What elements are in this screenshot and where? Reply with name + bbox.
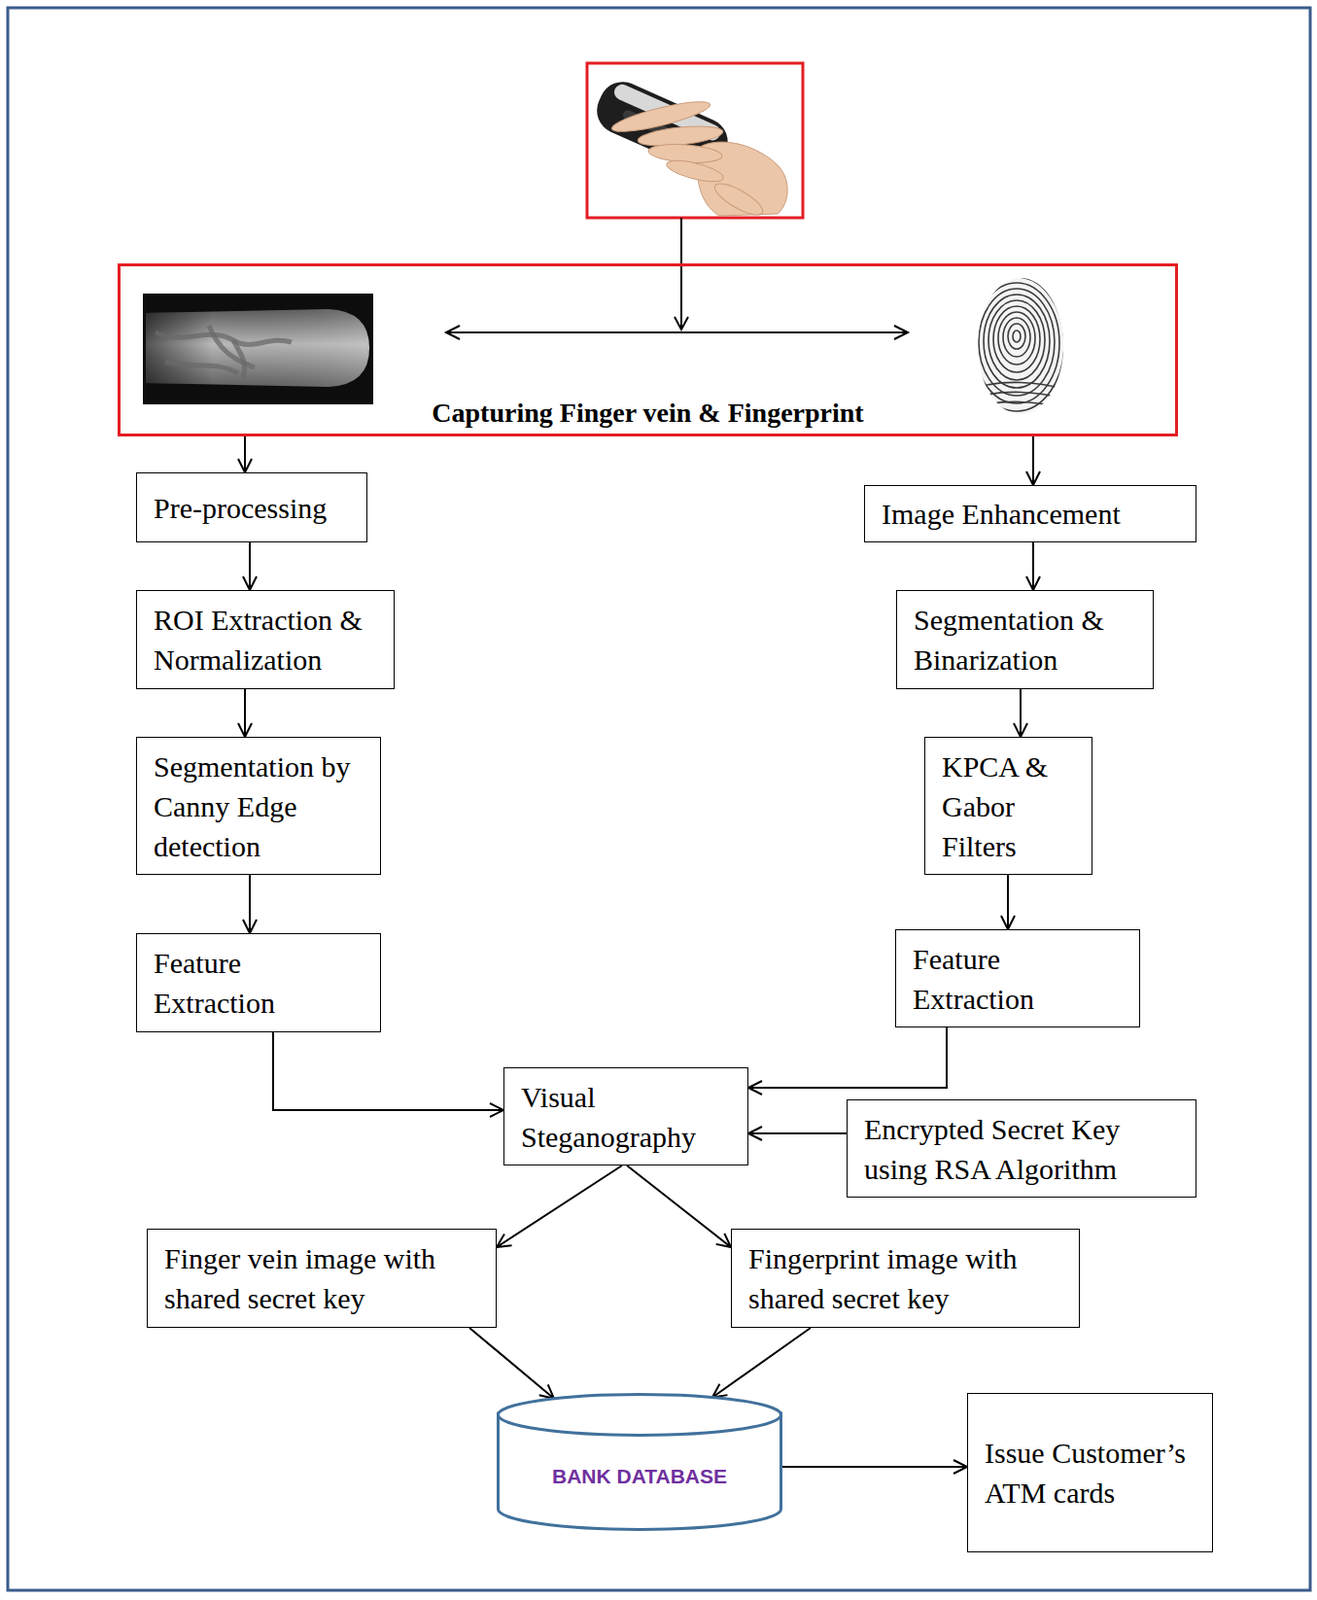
- cylinder-outline: [496, 1392, 783, 1531]
- capture-panel: Capturing Finger vein & Fingerprint: [117, 263, 1179, 437]
- process-box: Feature Extraction: [136, 933, 382, 1033]
- finger-vein-image: [142, 293, 374, 405]
- capture-arrows: [446, 217, 908, 340]
- node-label: BANK DATABASE: [552, 1463, 728, 1490]
- flow-arrow: [242, 542, 257, 590]
- flow-arrow: [469, 1327, 555, 1399]
- split-arrow-head: [446, 325, 460, 340]
- page-frame: [7, 7, 1311, 1591]
- flow-arrow: [1013, 689, 1028, 737]
- process-box: Segmentation by Canny Edge detection: [136, 736, 382, 875]
- flow-arrow: [748, 1027, 947, 1095]
- node-label: Capturing Finger vein & Fingerprint: [431, 396, 864, 430]
- flow-arrow: [1001, 874, 1015, 930]
- flow-arrow: [242, 874, 257, 934]
- process-box: Feature Extraction: [895, 929, 1141, 1028]
- node-label: Encrypted Secret Key using RSA Algorithm: [864, 1109, 1179, 1189]
- down-arrow-head: [674, 316, 689, 330]
- split-arrow-line: [446, 331, 908, 334]
- fingerprint-image: [969, 277, 1070, 415]
- input-box: Encrypted Secret Key using RSA Algorithm: [846, 1099, 1197, 1198]
- node-label: ROI Extraction & Normalization: [153, 599, 378, 680]
- flow-arrow: [782, 1459, 968, 1474]
- database-cylinder: BANK DATABASE: [496, 1392, 783, 1531]
- node-label: Feature Extraction: [912, 938, 1123, 1019]
- process-box: Segmentation & Binarization: [896, 589, 1154, 690]
- node-label: Image Enhancement: [881, 493, 1179, 534]
- split-arrow-head: [894, 325, 908, 340]
- down-arrow-line: [680, 217, 683, 330]
- process-box: Pre-processing: [136, 472, 368, 543]
- flow-arrow: [273, 1032, 504, 1117]
- node-label: Feature Extraction: [153, 942, 364, 1023]
- process-box: ROI Extraction & Normalization: [136, 589, 395, 690]
- flow-arrow: [748, 1126, 847, 1141]
- flow-arrow: [1026, 542, 1040, 590]
- flow-arrow: [238, 689, 252, 737]
- node-label: Visual Steganography: [520, 1076, 731, 1157]
- process-box: Visual Steganography: [503, 1067, 749, 1166]
- output-box: Fingerprint image with shared secret key: [730, 1228, 1080, 1328]
- process-box: Image Enhancement: [864, 485, 1197, 543]
- scanner-illustration: [587, 63, 803, 221]
- flow-arrow: [626, 1165, 731, 1248]
- output-box: Finger vein image with shared secret key: [146, 1228, 497, 1328]
- flow-arrow: [712, 1327, 811, 1398]
- scanner-frame: [587, 63, 803, 218]
- flow-arrow: [1026, 436, 1040, 486]
- node-label: Segmentation & Binarization: [913, 599, 1137, 680]
- node-label: Segmentation by Canny Edge detection: [153, 746, 364, 867]
- cylinder-top: [498, 1394, 782, 1436]
- node-label: KPCA & Gabor Filters: [941, 746, 1075, 867]
- node-label: Fingerprint image with shared secret key: [748, 1238, 1063, 1318]
- node-label: Finger vein image with shared secret key: [164, 1238, 480, 1318]
- node-label: Pre-processing: [153, 487, 350, 528]
- hand: [609, 96, 788, 221]
- process-box: Issue Customer’s ATM cards: [967, 1392, 1214, 1553]
- flow-arrow: [496, 1165, 623, 1248]
- process-box: KPCA & Gabor Filters: [924, 736, 1093, 875]
- node-label: Issue Customer’s ATM cards: [984, 1432, 1196, 1513]
- flow-arrow: [238, 436, 252, 473]
